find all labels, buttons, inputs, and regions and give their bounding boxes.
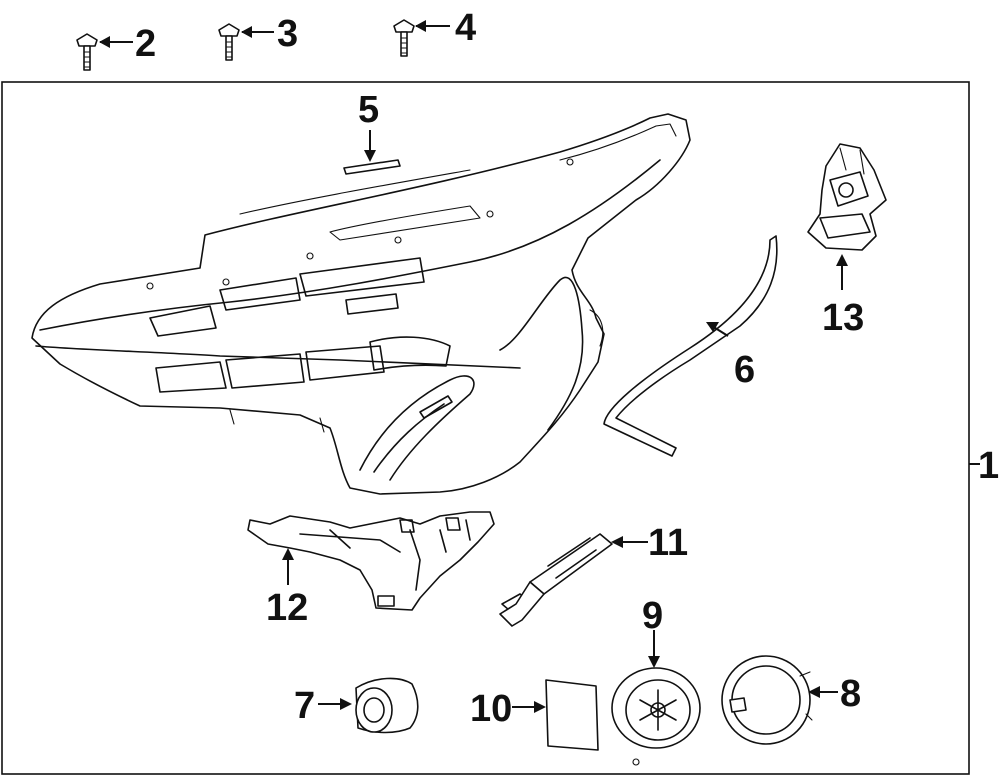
- screw-part-4: 4: [393, 7, 476, 57]
- seal-part-6: 6: [603, 235, 778, 457]
- callout-5-label: 5: [358, 89, 379, 131]
- callout-7-label: 7: [294, 685, 315, 727]
- callout-1: 1: [969, 445, 999, 487]
- screw-part-2: 2: [76, 23, 156, 71]
- callout-1-label: 1: [978, 445, 999, 487]
- trim-strip-part-5: 5: [343, 89, 401, 175]
- pad-part-10: 10: [470, 679, 599, 751]
- callout-2-label: 2: [135, 23, 156, 65]
- socket-part-13: 13: [807, 143, 887, 339]
- callout-13-label: 13: [822, 297, 864, 339]
- module-part-11: 11: [499, 522, 688, 627]
- callout-9-label: 9: [642, 595, 663, 637]
- cover-part-9: 9: [611, 595, 701, 766]
- callout-6-label: 6: [734, 349, 755, 391]
- assembly-frame: [1, 81, 970, 775]
- ring-part-8: 8: [721, 655, 861, 745]
- callout-12-label: 12: [266, 587, 308, 629]
- bracket-part-12: 12: [247, 511, 495, 629]
- callout-8-label: 8: [840, 673, 861, 715]
- headlamp-housing: [31, 113, 691, 495]
- screw-part-3: 3: [218, 13, 298, 61]
- callout-11-label: 11: [648, 522, 688, 564]
- callout-4-label: 4: [455, 7, 476, 49]
- callout-3-label: 3: [277, 13, 298, 55]
- callout-10-label: 10: [470, 688, 512, 730]
- cap-part-7: 7: [294, 677, 419, 734]
